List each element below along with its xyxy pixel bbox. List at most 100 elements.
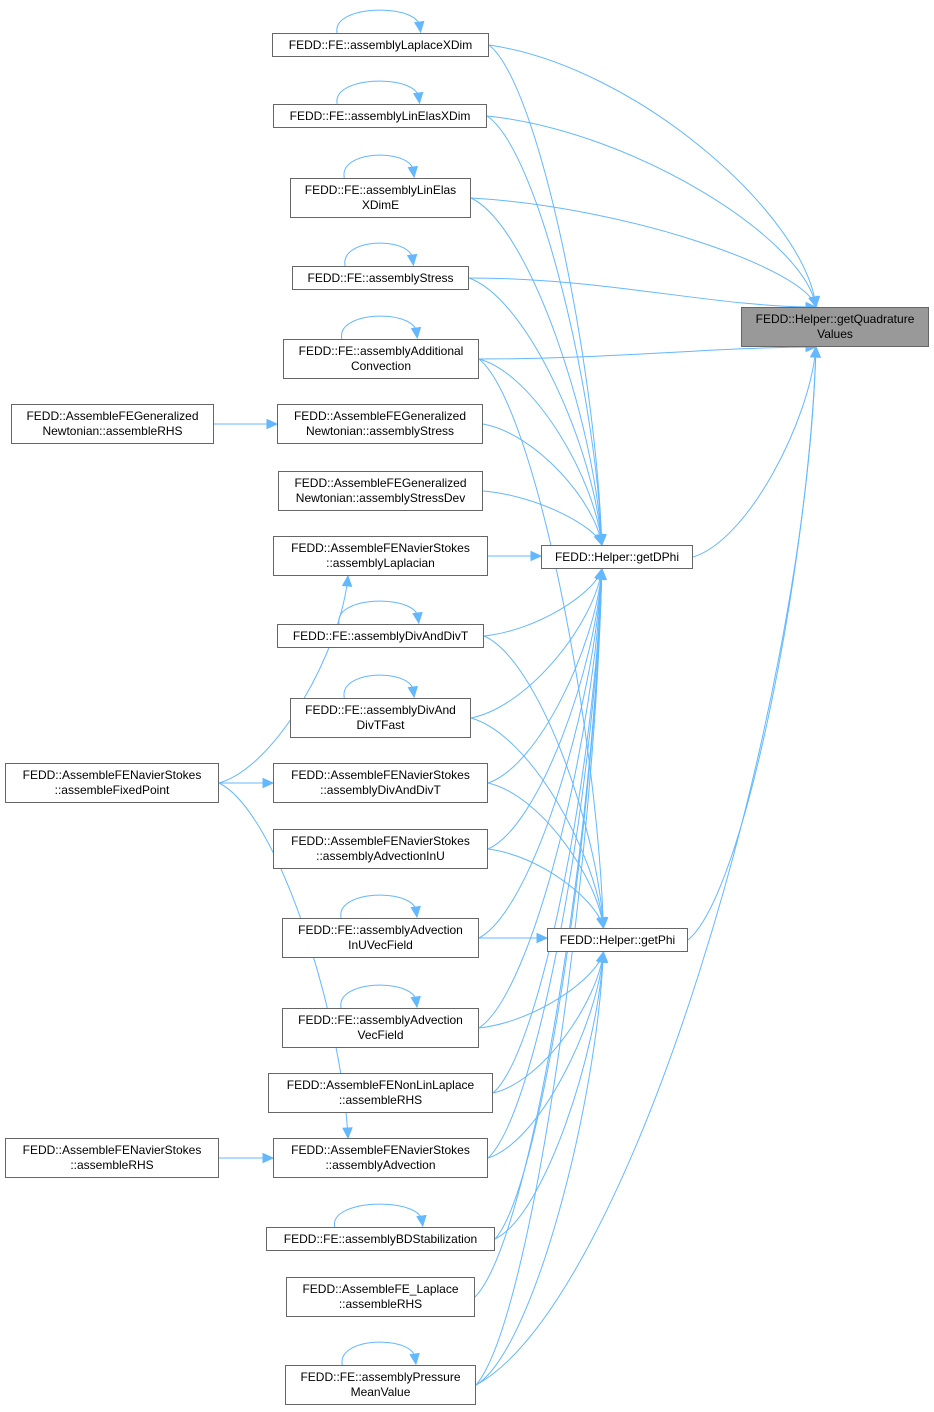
node-nsRHS-label-line: ::assembleRHS bbox=[70, 1158, 154, 1172]
self-loop-pressMean-arrowhead bbox=[409, 1352, 420, 1366]
edge-advVec-to-getPhi bbox=[478, 951, 604, 1029]
node-nlLaplaceRHS-label-line: ::assembleRHS bbox=[338, 1093, 423, 1107]
edge-laplaceXDim-to-getDPhi bbox=[488, 44, 603, 546]
edge-addConv-to-getDPhi bbox=[478, 358, 603, 546]
self-loop-pressMean bbox=[341, 1341, 416, 1366]
node-nsFixedPoint[interactable]: FEDD::AssembleFENavierStokes::assembleFi… bbox=[5, 763, 219, 803]
node-nlLaplaceRHS[interactable]: FEDD::AssembleFENonLinLaplace::assembleR… bbox=[268, 1073, 493, 1113]
node-nsAdvection[interactable]: FEDD::AssembleFENavierStokes::assemblyAd… bbox=[273, 1138, 488, 1178]
node-getDPhi-label-line: FEDD::Helper::getDPhi bbox=[554, 549, 680, 564]
node-nsAdvInU[interactable]: FEDD::AssembleFENavierStokes::assemblyAd… bbox=[273, 829, 488, 869]
node-nsAdvInU-label-line: ::assemblyAdvectionInU bbox=[316, 849, 445, 863]
node-getPhi[interactable]: FEDD::Helper::getPhi bbox=[547, 928, 688, 952]
node-nlLaplaceRHS-label-line: FEDD::AssembleFENonLinLaplace bbox=[286, 1078, 475, 1092]
node-nsAdvection-label-line: ::assemblyAdvection bbox=[325, 1158, 436, 1172]
edge-nsDivDivT-to-getPhi bbox=[487, 782, 604, 929]
node-linElasXDimE-label-line: XDimE bbox=[361, 198, 400, 212]
node-nsAdvInU-label-line: FEDD::AssembleFENavierStokes bbox=[291, 834, 470, 848]
node-laplaceRHS[interactable]: FEDD::AssembleFE_Laplace::assembleRHS bbox=[286, 1277, 475, 1317]
edge-nsRHS-to-nsAdvection-arrowhead bbox=[262, 1152, 275, 1164]
edge-pressMean-to-root-arrowhead bbox=[810, 345, 821, 358]
edge-advVec-to-getDPhi bbox=[478, 568, 603, 1029]
self-loop-laplaceXDim bbox=[336, 9, 421, 34]
node-nsFixedPoint-label-line: ::assembleFixedPoint bbox=[54, 783, 170, 797]
self-loop-advInUVec bbox=[340, 894, 417, 919]
edge-nlLaplaceRHS-to-getDPhi bbox=[492, 568, 603, 1094]
edge-divDivT-to-getDPhi bbox=[483, 568, 603, 637]
edge-getPhi-to-root bbox=[687, 346, 817, 941]
edge-laplaceRHS-to-getDPhi bbox=[474, 568, 603, 1298]
node-advInUVec-label-line: FEDD::FE::assemblyAdvection bbox=[298, 923, 463, 937]
self-loop-linElasXDim-arrowhead bbox=[412, 91, 424, 105]
edge-nsFixedPoint-to-nsLaplacian-arrowhead bbox=[341, 574, 353, 587]
node-laplaceXDim-label-line: FEDD::FE::assemblyLaplaceXDim bbox=[288, 37, 473, 52]
node-divDivTFast-label-line: DivTFast bbox=[356, 718, 405, 732]
node-laplaceRHS-label-line: FEDD::AssembleFE_Laplace bbox=[302, 1282, 459, 1296]
edge-nsAdvInU-to-getPhi bbox=[487, 848, 604, 929]
edge-nsAdvection-to-getPhi bbox=[487, 951, 604, 1159]
self-loop-divDivT-arrowhead bbox=[412, 611, 423, 625]
node-nsLaplacian-label-line: FEDD::AssembleFENavierStokes bbox=[291, 541, 470, 555]
self-loop-laplaceXDim-arrowhead bbox=[414, 20, 425, 34]
self-loop-linElasXDimE-arrowhead bbox=[407, 165, 419, 179]
node-stress-label-line: FEDD::FE::assemblyStress bbox=[307, 270, 454, 285]
edge-divDivTFast-to-getPhi bbox=[470, 717, 604, 929]
edge-linElasXDimE-to-getDPhi bbox=[470, 197, 603, 546]
node-root-label-line: FEDD::Helper::getQuadrature bbox=[755, 312, 915, 326]
edge-linElasXDimE-to-root-arrowhead bbox=[808, 295, 819, 309]
edge-stress-to-root bbox=[468, 277, 817, 308]
edge-nsAdvInU-to-getPhi-arrowhead bbox=[596, 916, 607, 930]
edge-advInUVec-to-getDPhi bbox=[478, 568, 603, 939]
edge-nsLaplacian-to-getDPhi-arrowhead bbox=[530, 550, 543, 562]
edge-nsFixedPoint-to-nsAdvection-arrowhead bbox=[342, 1127, 353, 1140]
edge-gnStressDev-to-getDPhi-arrowhead bbox=[593, 533, 604, 547]
edge-linElasXDim-to-getDPhi bbox=[486, 115, 603, 546]
edge-getDPhi-to-root bbox=[692, 346, 817, 558]
node-gnStressDev-label-line: Newtonian::assemblyStressDev bbox=[295, 491, 466, 505]
node-nsAdvection-label-line: FEDD::AssembleFENavierStokes bbox=[291, 1143, 470, 1157]
edge-divDivT-to-getPhi bbox=[483, 635, 604, 929]
node-bdStab[interactable]: FEDD::FE::assemblyBDStabilization bbox=[266, 1227, 495, 1251]
node-getDPhi[interactable]: FEDD::Helper::getDPhi bbox=[541, 545, 693, 569]
node-nsDivDivT-label-line: ::assemblyDivAndDivT bbox=[320, 783, 441, 797]
edge-laplaceXDim-to-root bbox=[488, 44, 817, 308]
edge-pressMean-to-getDPhi-arrowhead bbox=[596, 567, 607, 580]
node-gnStress-label-line: FEDD::AssembleFEGeneralized bbox=[293, 409, 467, 423]
node-advVec-label-line: VecField bbox=[357, 1028, 404, 1042]
self-loop-linElasXDim bbox=[336, 80, 420, 105]
self-loop-bdStab bbox=[334, 1203, 423, 1228]
node-stress[interactable]: FEDD::FE::assemblyStress bbox=[292, 266, 469, 290]
self-loop-advVec-arrowhead bbox=[410, 995, 421, 1009]
node-linElasXDim[interactable]: FEDD::FE::assemblyLinElasXDim bbox=[273, 104, 487, 128]
edge-divDivTFast-to-getDPhi bbox=[470, 568, 603, 719]
edge-nlLaplaceRHS-to-getPhi bbox=[492, 951, 604, 1094]
edge-gnRHS-to-gnStress-arrowhead bbox=[266, 418, 279, 430]
edge-nsDivDivT-to-getDPhi bbox=[487, 568, 603, 784]
edge-advInUVec-to-getPhi-arrowhead bbox=[536, 932, 549, 944]
self-loop-divDivT bbox=[338, 600, 419, 625]
edge-gnStressDev-to-getDPhi bbox=[482, 490, 603, 546]
node-nsRHS[interactable]: FEDD::AssembleFENavierStokes::assembleRH… bbox=[5, 1138, 219, 1178]
self-loop-linElasXDimE bbox=[343, 154, 414, 179]
node-nsLaplacian[interactable]: FEDD::AssembleFENavierStokes::assemblyLa… bbox=[273, 536, 488, 576]
edge-linElasXDim-to-root bbox=[486, 115, 817, 308]
edge-nsAdvection-to-getDPhi bbox=[487, 568, 603, 1159]
node-addConv-label-line: FEDD::FE::assemblyAdditional bbox=[298, 344, 464, 358]
node-bdStab-label-line: FEDD::FE::assemblyBDStabilization bbox=[283, 1231, 478, 1246]
node-nsDivDivT[interactable]: FEDD::AssembleFENavierStokes::assemblyDi… bbox=[273, 763, 488, 803]
edge-bdStab-to-getDPhi bbox=[494, 568, 603, 1240]
self-loop-divDivTFast bbox=[343, 674, 414, 699]
node-divDivT[interactable]: FEDD::FE::assemblyDivAndDivT bbox=[277, 624, 484, 648]
node-nsDivDivT-label-line: FEDD::AssembleFENavierStokes bbox=[291, 768, 470, 782]
node-laplaceXDim[interactable]: FEDD::FE::assemblyLaplaceXDim bbox=[272, 33, 489, 57]
